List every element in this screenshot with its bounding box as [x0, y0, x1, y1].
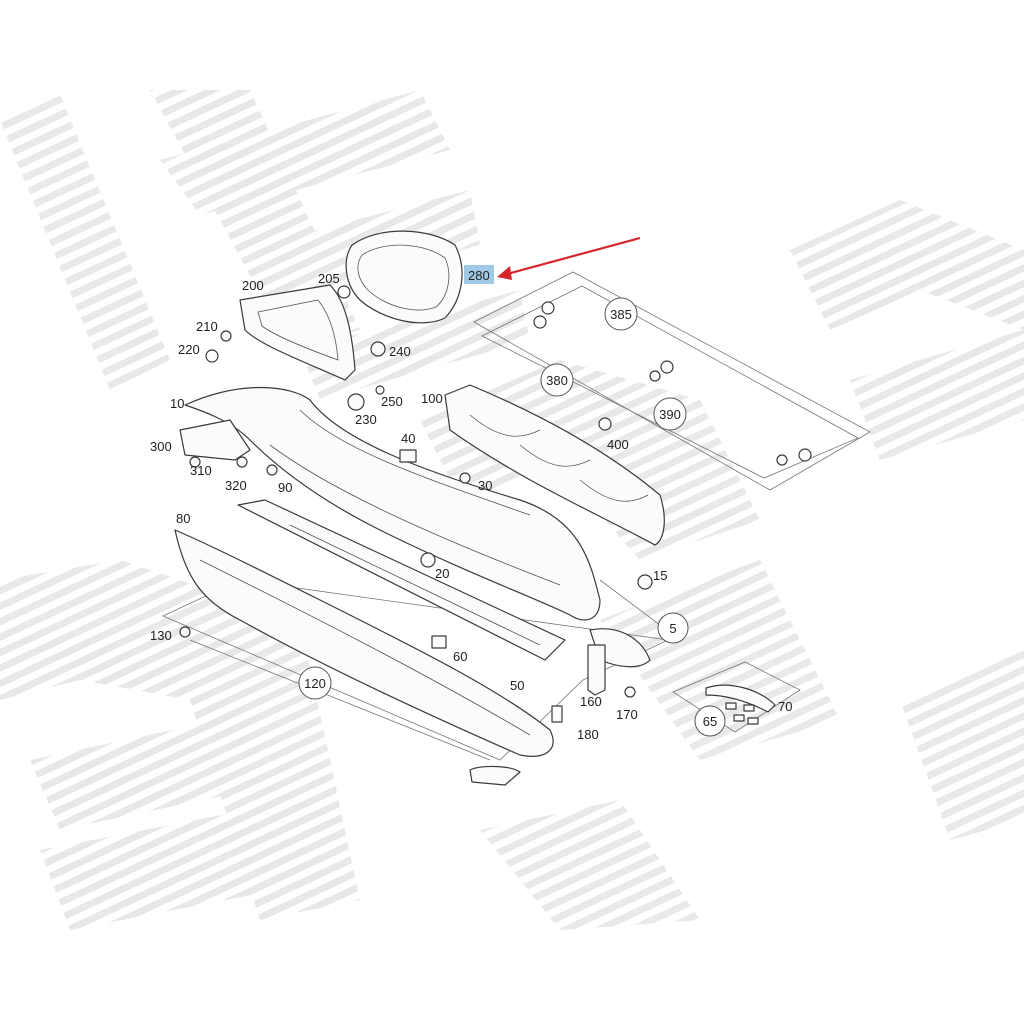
callout-labels: 10 15 20 30 40 50 60 70 80 90 100 130 16… [150, 271, 792, 742]
callout-20[interactable]: 20 [435, 566, 449, 581]
callout-205[interactable]: 205 [318, 271, 340, 286]
callout-160[interactable]: 160 [580, 694, 602, 709]
svg-text:120: 120 [304, 676, 326, 691]
svg-text:5: 5 [669, 621, 676, 636]
part-120-tip [469, 765, 521, 786]
svg-text:385: 385 [610, 307, 632, 322]
callout-230[interactable]: 230 [355, 412, 377, 427]
part-200-bracket [239, 284, 356, 381]
callout-50[interactable]: 50 [510, 678, 524, 693]
callout-250[interactable]: 250 [381, 394, 403, 409]
callout-180[interactable]: 180 [577, 727, 599, 742]
fasteners [179, 285, 812, 723]
svg-text:65: 65 [703, 714, 717, 729]
callout-240[interactable]: 240 [389, 344, 411, 359]
part-300-bracket [179, 419, 251, 461]
callout-40[interactable]: 40 [401, 431, 415, 446]
callout-170[interactable]: 170 [616, 707, 638, 722]
callout-280-highlight [464, 265, 494, 284]
callout-10[interactable]: 10 [170, 396, 184, 411]
circled-callout-65[interactable]: 65 [694, 705, 726, 737]
pointer-arrow [497, 236, 641, 280]
callout-210[interactable]: 210 [196, 319, 218, 334]
callout-310[interactable]: 310 [190, 463, 212, 478]
callout-300[interactable]: 300 [150, 439, 172, 454]
circled-callouts: 5 65 120 380 385 390 [298, 297, 726, 737]
callout-30[interactable]: 30 [478, 478, 492, 493]
callout-280[interactable]: 280 [468, 268, 490, 283]
part-10-bumper [184, 386, 601, 621]
callout-60[interactable]: 60 [453, 649, 467, 664]
part-65-clips [725, 702, 759, 725]
circled-callout-380[interactable]: 380 [540, 363, 574, 397]
svg-text:380: 380 [546, 373, 568, 388]
callout-130[interactable]: 130 [150, 628, 172, 643]
callout-15[interactable]: 15 [653, 568, 667, 583]
callout-400[interactable]: 400 [607, 437, 629, 452]
callout-70[interactable]: 70 [778, 699, 792, 714]
part-70-trim [705, 684, 776, 713]
callout-90[interactable]: 90 [278, 480, 292, 495]
part-50-strip [237, 499, 566, 661]
callout-320[interactable]: 320 [225, 478, 247, 493]
circled-callout-390[interactable]: 390 [653, 397, 687, 431]
circled-callout-385[interactable]: 385 [604, 297, 638, 331]
svg-text:390: 390 [659, 407, 681, 422]
callout-80[interactable]: 80 [176, 511, 190, 526]
circled-callout-5[interactable]: 5 [657, 612, 689, 644]
part-160-bracket [587, 644, 606, 696]
callout-220[interactable]: 220 [178, 342, 200, 357]
part-280-frame [345, 230, 463, 324]
callout-100[interactable]: 100 [421, 391, 443, 406]
circled-callout-120[interactable]: 120 [298, 666, 332, 700]
callout-200[interactable]: 200 [242, 278, 264, 293]
